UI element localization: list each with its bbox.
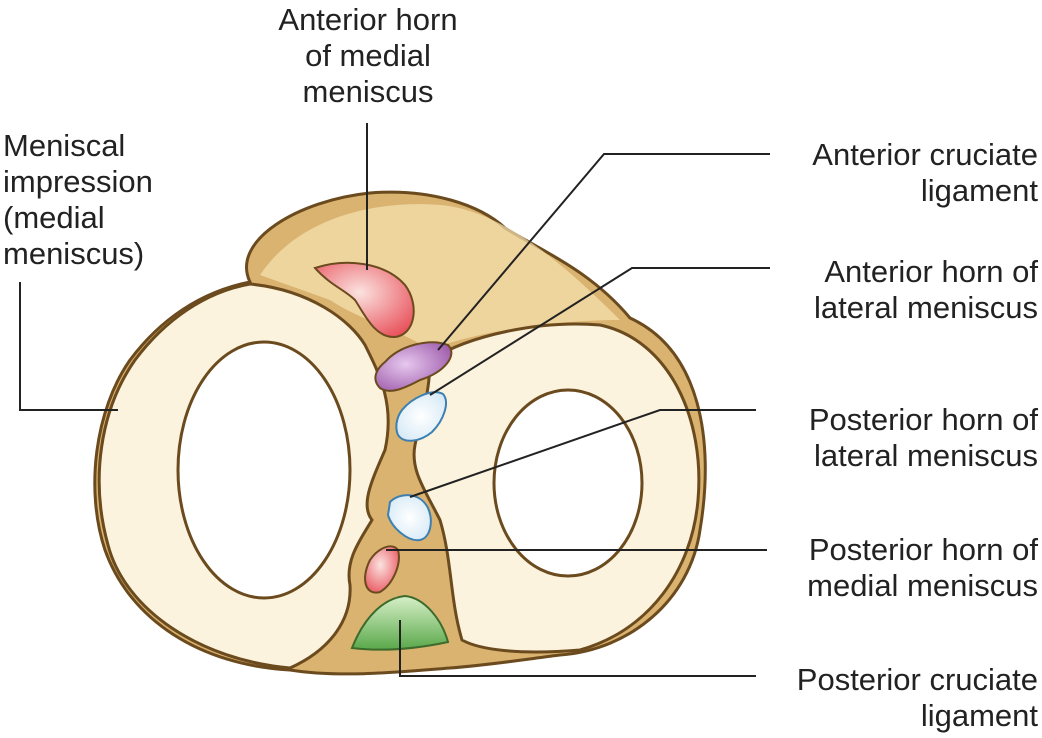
anterior-horn-medial-meniscus-shape: [313, 261, 415, 339]
leader-line-meniscal-impression: [19, 282, 118, 411]
medial-condyle-opening: [176, 340, 352, 600]
lateral-condyle-opening: [492, 388, 644, 578]
label-meniscal-impression: Meniscal impression (medial meniscus): [3, 128, 153, 271]
leader-line-anterior-cruciate: [437, 153, 770, 351]
leader-line-posterior-horn-lateral: [409, 409, 756, 498]
label-posterior-cruciate-ligament: Posterior cruciate ligament: [796, 662, 1038, 733]
posterior-horn-lateral-meniscus-shape: [386, 494, 432, 542]
anterior-horn-lateral-meniscus-shape: [395, 391, 447, 442]
leader-line-anterior-horn-lateral: [429, 267, 770, 396]
anterior-cruciate-ligament-shape: [374, 341, 453, 392]
label-posterior-horn-lateral-meniscus: Posterior horn of lateral meniscus: [808, 402, 1038, 473]
leader-line-posterior-cruciate: [399, 620, 756, 677]
posterior-horn-medial-meniscus-shape: [364, 545, 400, 594]
label-anterior-cruciate-ligament: Anterior cruciate ligament: [812, 137, 1038, 208]
anterior-intercondylar-area: [260, 204, 620, 350]
label-posterior-horn-medial-meniscus: Posterior horn of medial meniscus: [807, 532, 1038, 603]
label-anterior-horn-medial-meniscus: Anterior horn of medial meniscus: [278, 2, 458, 109]
label-anterior-horn-lateral-meniscus: Anterior horn of lateral meniscus: [814, 254, 1038, 325]
